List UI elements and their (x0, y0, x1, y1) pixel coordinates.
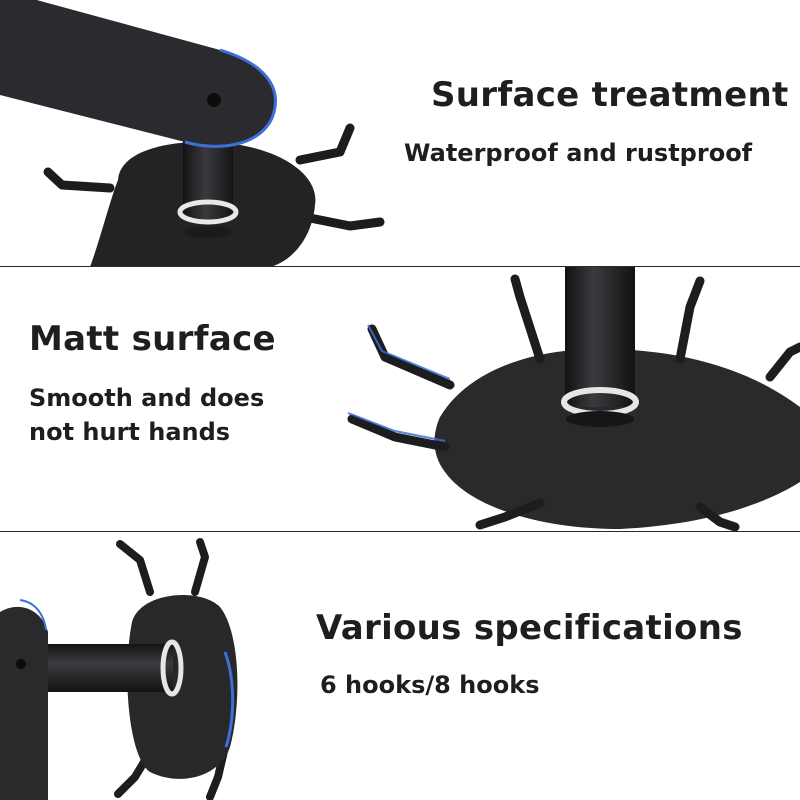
mug-holder-side-view-image (0, 538, 238, 800)
section-title: Matt surface (29, 319, 276, 359)
panel-matt-surface: Matt surface Smooth and does not hurt ha… (0, 267, 800, 532)
section-subtitle: Waterproof and rustproof (404, 139, 753, 167)
section-title: Surface treatment (431, 75, 789, 115)
mug-holder-top-view-image (0, 0, 385, 267)
subtitle-line: Smooth and does (29, 384, 265, 412)
section-subtitle: 6 hooks/8 hooks (320, 671, 540, 699)
section-title: Various specifications (316, 608, 743, 648)
panel-various-specifications: Various specifications 6 hooks/8 hooks (0, 532, 800, 800)
panel-surface-treatment: Surface treatment Waterproof and rustpro… (0, 0, 800, 267)
mug-holder-base-closeup-image (347, 267, 800, 532)
subtitle-line: not hurt hands (29, 418, 231, 446)
section-subtitle: Smooth and does not hurt hands (29, 381, 264, 449)
